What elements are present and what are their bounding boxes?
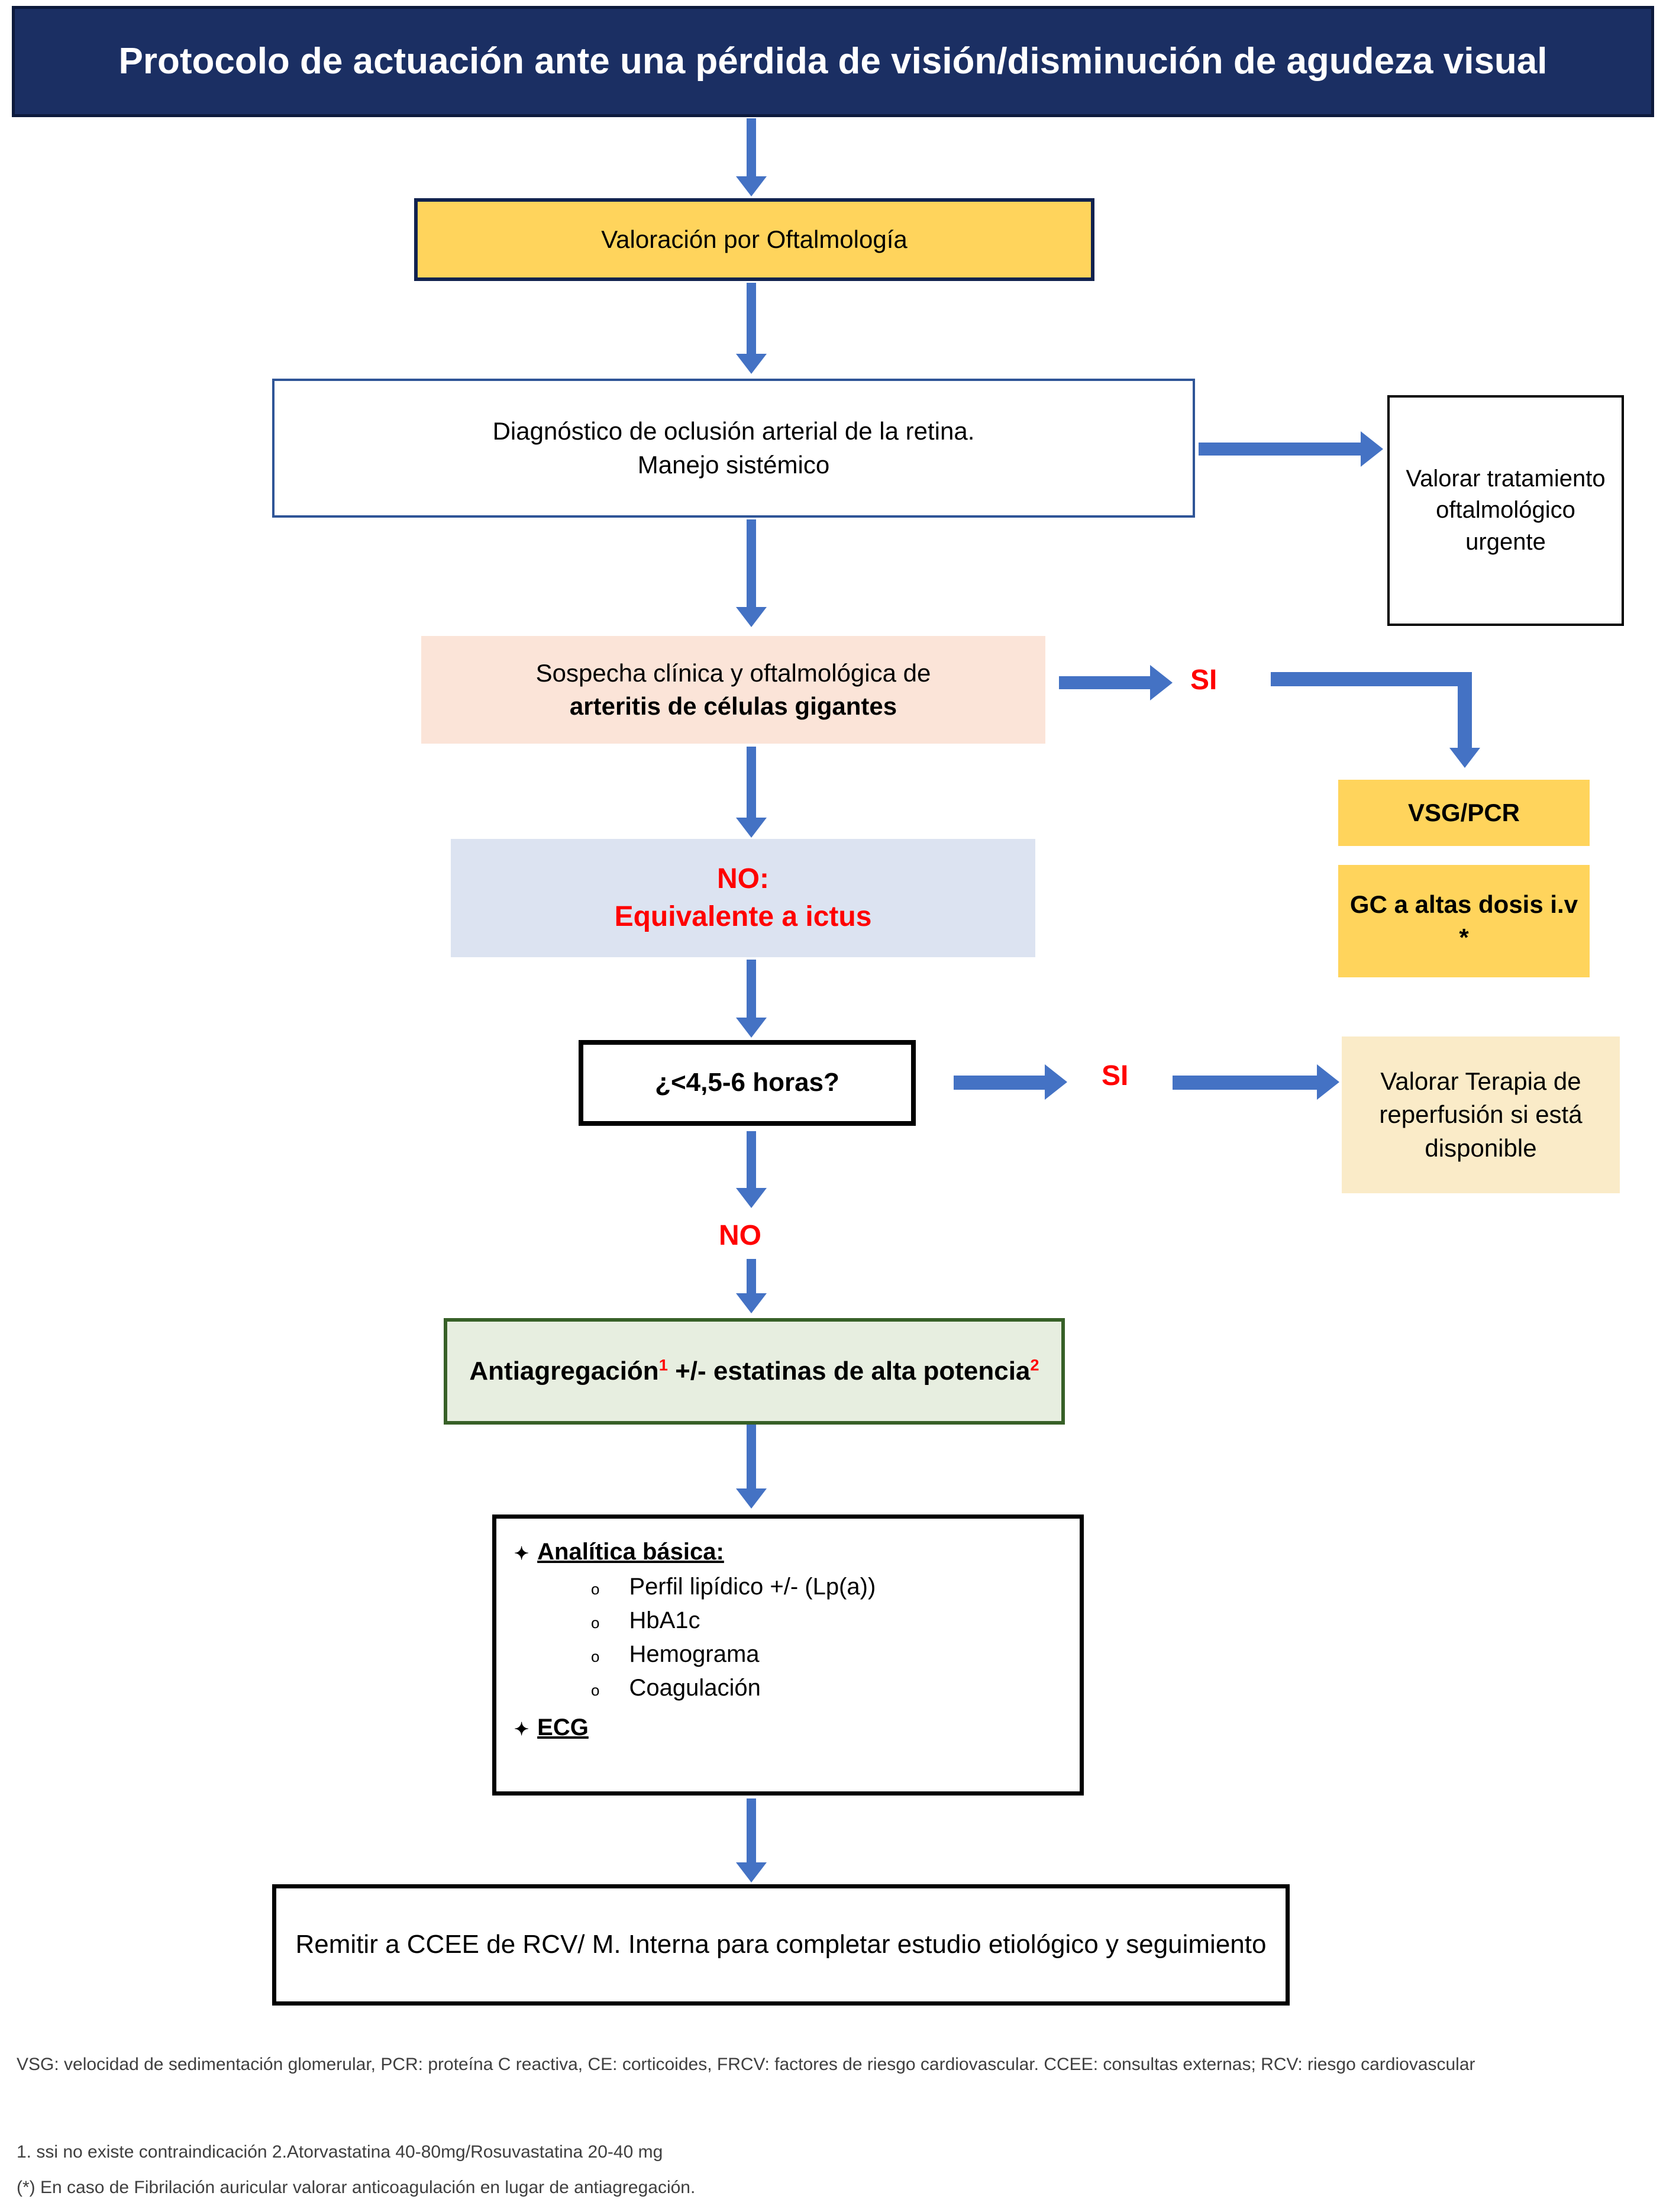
arrow-no-to-antiagregacion-head xyxy=(736,1293,767,1313)
arrow-diagnostico-to-sospecha-shaft xyxy=(747,519,756,608)
node-tratamiento-urgente-label: Valorar tratamiento oftalmológico urgent… xyxy=(1406,465,1606,555)
diamond-bullet-icon: ✦ xyxy=(514,1544,529,1564)
node-diagnostico-oclusion: Diagnóstico de oclusión arterial de la r… xyxy=(272,379,1195,518)
arrow-sospecha-to-noictus-head xyxy=(736,818,767,838)
node-vsg-pcr-label: VSG/PCR xyxy=(1407,798,1520,826)
node-no-equivalente-ictus: NO: Equivalente a ictus xyxy=(451,839,1035,957)
node-no-ictus-line2: Equivalente a ictus xyxy=(614,901,872,932)
node-tratamiento-oftalmologico-urgente: Valorar tratamiento oftalmológico urgent… xyxy=(1387,395,1624,626)
arrow-diagnostico-to-urgente-shaft xyxy=(1199,443,1364,456)
node-no-ictus-line1: NO: xyxy=(717,863,769,895)
arrow-banner-to-valoracion-shaft xyxy=(747,118,756,177)
page-title: Protocolo de actuación ante una pérdida … xyxy=(118,41,1548,82)
arrow-noictus-to-horas-shaft xyxy=(747,960,756,1019)
arrow-antiagregacion-to-analitica-head xyxy=(736,1488,767,1509)
node-gc-altas-dosis: GC a altas dosis i.v * xyxy=(1338,865,1590,977)
label-si-horas: SI xyxy=(1102,1060,1129,1092)
arrow-horas-to-si-head xyxy=(1045,1064,1067,1100)
node-remitir-ccee: Remitir a CCEE de RCV/ M. Interna para c… xyxy=(272,1884,1290,2006)
node-sospecha-arteritis: Sospecha clínica y oftalmológica de arte… xyxy=(421,636,1045,744)
analitica-heading-row: ✦ Analítica básica: xyxy=(514,1539,1064,1565)
list-item-label: Coagulación xyxy=(629,1675,761,1701)
arrow-antiagregacion-to-analitica-shaft xyxy=(747,1425,756,1490)
circle-bullet-icon: o xyxy=(591,1648,600,1665)
arrow-sospecha-to-si-head xyxy=(1150,665,1173,700)
circle-bullet-icon: o xyxy=(591,1614,600,1632)
analitica-ecg-label: ECG xyxy=(537,1714,589,1740)
node-valoracion-oftalmologia: Valoración por Oftalmología xyxy=(414,198,1094,281)
node-antiagregacion-label: Antiagregación1 +/- estatinas de alta po… xyxy=(456,1354,1053,1389)
node-horas-decision: ¿<4,5-6 horas? xyxy=(579,1040,916,1126)
analitica-heading: Analítica básica: xyxy=(537,1539,724,1565)
arrow-horas-to-no-shaft xyxy=(747,1131,756,1190)
list-item-label: Hemograma xyxy=(629,1641,760,1667)
circle-bullet-icon: o xyxy=(591,1681,600,1699)
arrow-si-to-reperfusion-shaft xyxy=(1173,1076,1320,1090)
list-item: o Hemograma xyxy=(591,1641,1064,1668)
arrow-si-to-vsg-vertical xyxy=(1458,672,1472,754)
diamond-bullet-icon: ✦ xyxy=(514,1720,529,1739)
node-vsg-pcr: VSG/PCR xyxy=(1338,780,1590,846)
arrow-si-to-vsg-horizontal xyxy=(1271,672,1472,686)
footnote-line-3: (*) En caso de Fibrilación auricular val… xyxy=(17,2178,696,2197)
arrow-noictus-to-horas-head xyxy=(736,1018,767,1038)
node-horas-label: ¿<4,5-6 horas? xyxy=(655,1068,839,1097)
arrow-no-to-antiagregacion-shaft xyxy=(747,1259,756,1296)
arrow-diagnostico-to-urgente-head xyxy=(1361,431,1383,467)
arrow-analitica-to-remitir-shaft xyxy=(747,1798,756,1864)
node-analitica-basica: ✦ Analítica básica: o Perfil lipídico +/… xyxy=(492,1515,1084,1796)
node-antiagregacion-mid: +/- estatinas de alta potencia xyxy=(667,1356,1031,1386)
list-item: o Perfil lipídico +/- (Lp(a)) xyxy=(591,1574,1064,1600)
arrow-horas-to-si-shaft xyxy=(954,1076,1048,1090)
arrow-si-to-reperfusion-head xyxy=(1317,1064,1339,1100)
node-gc-altas-dosis-label: GC a altas dosis i.v * xyxy=(1349,890,1578,951)
node-diagnostico-line1: Diagnóstico de oclusión arterial de la r… xyxy=(492,417,975,445)
node-remitir-ccee-label: Remitir a CCEE de RCV/ M. Interna para c… xyxy=(295,1930,1267,1959)
node-diagnostico-line2: Manejo sistémico xyxy=(637,450,830,479)
footnote-numbered: 1. ssi no existe contraindicación 2.Ator… xyxy=(17,2139,1649,2175)
list-item-label: HbA1c xyxy=(629,1607,700,1633)
arrow-sospecha-to-noictus-shaft xyxy=(747,747,756,819)
analitica-ecg-row: ✦ ECG xyxy=(514,1714,1064,1741)
arrow-valoracion-to-diagnostico-head xyxy=(736,354,767,374)
label-si-arteritis: SI xyxy=(1190,664,1218,696)
arrow-analitica-to-remitir-head xyxy=(736,1862,767,1882)
node-antiagregacion-pre: Antiagregación xyxy=(469,1356,659,1386)
list-item: o HbA1c xyxy=(591,1607,1064,1634)
page-title-banner: Protocolo de actuación ante una pérdida … xyxy=(12,6,1654,117)
footnote-line-1: VSG: velocidad de sedimentación glomerul… xyxy=(17,2055,1475,2074)
footnote-line-2: 1. ssi no existe contraindicación 2.Ator… xyxy=(17,2142,663,2162)
label-no-horas: NO xyxy=(719,1220,761,1251)
node-antiagregacion-superscript-2: 2 xyxy=(1030,1355,1039,1374)
arrow-si-to-vsg-head xyxy=(1449,748,1480,768)
arrow-diagnostico-to-sospecha-head xyxy=(736,607,767,627)
node-valoracion-oftalmologia-label: Valoración por Oftalmología xyxy=(601,225,908,253)
list-item-label: Perfil lipídico +/- (Lp(a)) xyxy=(629,1574,876,1600)
list-item: o Coagulación xyxy=(591,1675,1064,1701)
node-antiagregacion-superscript-1: 1 xyxy=(658,1355,668,1374)
circle-bullet-icon: o xyxy=(591,1580,600,1598)
node-no-equivalente-ictus-label: NO: Equivalente a ictus xyxy=(459,860,1027,937)
footnote-asterisk: (*) En caso de Fibrilación auricular val… xyxy=(17,2175,1649,2210)
node-antiagregacion-estatinas: Antiagregación1 +/- estatinas de alta po… xyxy=(444,1318,1065,1425)
arrow-horas-to-no-head xyxy=(736,1188,767,1208)
analitica-items: o Perfil lipídico +/- (Lp(a)) o HbA1c o … xyxy=(514,1574,1064,1701)
node-sospecha-line2: arteritis de células gigantes xyxy=(569,692,897,720)
footnote-abbreviations: VSG: velocidad de sedimentación glomerul… xyxy=(17,2052,1649,2087)
node-terapia-reperfusion-label: Valorar Terapia de reperfusión si está d… xyxy=(1379,1067,1583,1162)
node-sospecha-label: Sospecha clínica y oftalmológica de arte… xyxy=(430,657,1037,724)
node-sospecha-line1: Sospecha clínica y oftalmológica de xyxy=(535,658,931,687)
arrow-sospecha-to-si-shaft xyxy=(1059,676,1154,689)
node-diagnostico-label: Diagnóstico de oclusión arterial de la r… xyxy=(283,415,1184,482)
arrow-banner-to-valoracion-head xyxy=(736,176,767,196)
arrow-valoracion-to-diagnostico-shaft xyxy=(747,283,756,355)
node-terapia-reperfusion: Valorar Terapia de reperfusión si está d… xyxy=(1342,1036,1620,1193)
